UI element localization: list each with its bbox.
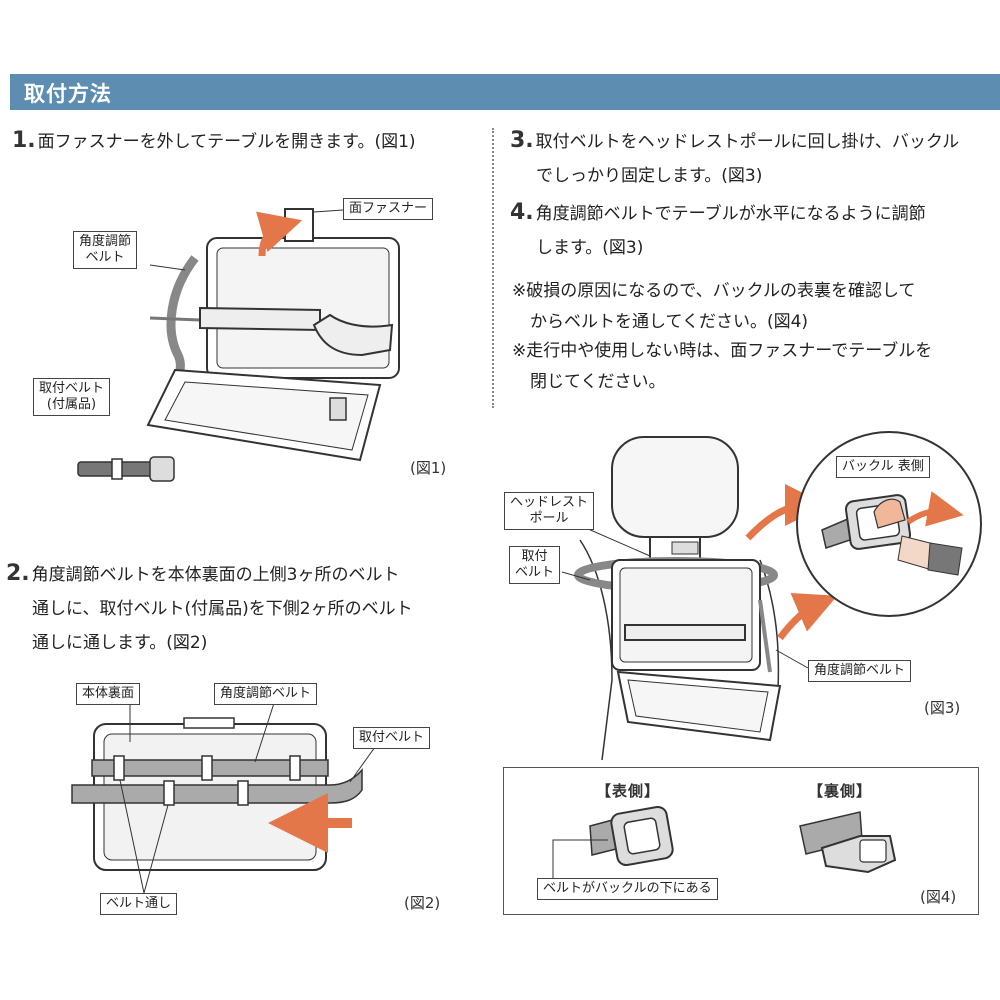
fig1-label-fastener: 面ファスナー: [343, 198, 434, 220]
note-2: ※走行中や使用しない時は、面ファスナーでテーブルを 閉じてください。: [512, 336, 932, 398]
step-2-line3: 通しに通します。(図2): [32, 633, 208, 653]
fig3-leaders: [561, 524, 809, 669]
step-2: 2.角度調節ベルトを本体裏面の上側3ヶ所のベルト 通しに、取付ベルト(付属品)を…: [6, 557, 413, 660]
fig2-label-angle-belt: 角度調節ベルト: [214, 683, 318, 705]
fig2-label-mount-belt: 取付ベルト: [353, 727, 431, 749]
fig1-accessory-belt: [77, 456, 175, 482]
fig3-label-mount-line1: 取付: [521, 549, 548, 564]
fig4-back-title: 【裏側】: [808, 782, 873, 800]
section-header: 取付方法: [10, 74, 1000, 110]
step-2-line2: 通しに、取付ベルト(付属品)を下側2ヶ所のベルト: [32, 599, 413, 619]
fig4-box: [503, 767, 979, 915]
fig1-label-mount-belt-line2: (付属品): [46, 397, 97, 412]
note-1-line2: からベルトを通してください。(図4): [530, 312, 809, 332]
fig1-label-mount-belt-line1: 取付ベルト: [39, 381, 105, 396]
note-1-line1: ※破損の原因になるので、バックルの表裏を確認して: [512, 281, 916, 301]
note-2-line2: 閉じてください。: [530, 372, 666, 392]
step-1-text: 面ファスナーを外してテーブルを開きます。(図1): [37, 132, 416, 152]
step-3-line1: 取付ベルトをヘッドレストポールに回し掛け、バックル: [535, 132, 960, 152]
step-1: 1.面ファスナーを外してテーブルを開きます。(図1): [12, 124, 416, 159]
fig3-buckle-zoom: [796, 431, 982, 617]
note-1: ※破損の原因になるので、バックルの表裏を確認して からベルトを通してください。(…: [512, 276, 916, 338]
fig4-leader: [552, 839, 608, 878]
fig2-label-loops: ベルト通し: [100, 893, 178, 915]
fig3-caption: (図3): [924, 699, 961, 717]
fig1-table-illustration: [146, 208, 400, 462]
step-3: 3.取付ベルトをヘッドレストポールに回し掛け、バックル でしっかり固定します。(…: [510, 124, 959, 193]
fig1-label-angle-belt-line1: 角度調節: [79, 234, 132, 249]
fig3-label-pole-line1: ヘッドレスト: [510, 495, 589, 510]
step-4-number: 4.: [510, 200, 534, 225]
fig1-fastener-leader: [313, 209, 344, 213]
fig4-front-title: 【表側】: [596, 782, 661, 800]
fig3-label-mount-line2: ベルト: [515, 565, 555, 580]
fig1-open-arrow: [256, 211, 303, 257]
step-3-number: 3.: [510, 128, 534, 153]
fig4-label-under: ベルトがバックルの下にある: [537, 878, 718, 900]
fig3-label-pole-line2: ポール: [529, 511, 569, 526]
fig4-buckle-back: [799, 811, 897, 874]
step-4-line2: します。(図3): [536, 238, 644, 258]
note-2-line1: ※走行中や使用しない時は、面ファスナーでテーブルを: [512, 341, 933, 361]
fig2-caption: (図2): [404, 894, 441, 912]
fig1-label-angle-belt: 角度調節 ベルト: [73, 231, 138, 269]
fig2-back-illustration: [71, 717, 363, 871]
fig2-label-back: 本体裏面: [76, 683, 141, 705]
fig3-label-angle-belt: 角度調節ベルト: [808, 660, 912, 682]
fig1-label-angle-belt-line2: ベルト: [85, 250, 125, 265]
step-4-line1: 角度調節ベルトでテーブルが水平になるように調節: [535, 204, 926, 224]
fig3-zoom-arrow-2: [777, 592, 838, 641]
fig4-buckle-front: [589, 805, 674, 867]
step-2-line1: 角度調節ベルトを本体裏面の上側3ヶ所のベルト: [31, 565, 400, 585]
column-divider: [492, 128, 494, 408]
fig3-seat-illustration: [574, 436, 782, 761]
fig3-buckle-arrow: [906, 491, 964, 527]
step-2-number: 2.: [6, 561, 30, 586]
fig3-label-buckle-front: バックル 表側: [836, 456, 930, 478]
step-1-number: 1.: [12, 128, 36, 153]
fig1-label-mount-belt: 取付ベルト (付属品): [33, 378, 111, 416]
step-4: 4.角度調節ベルトでテーブルが水平になるように調節 します。(図3): [510, 196, 926, 265]
fig1-belt-leader: [149, 264, 186, 271]
fig3-label-mount-belt: 取付 ベルト: [509, 546, 561, 584]
fig3-label-pole: ヘッドレスト ポール: [504, 492, 595, 530]
section-title: 取付方法: [24, 82, 112, 106]
step-3-line2: でしっかり固定します。(図3): [536, 166, 763, 186]
fig4-caption: (図4): [920, 888, 957, 906]
fig1-caption: (図1): [410, 459, 447, 477]
